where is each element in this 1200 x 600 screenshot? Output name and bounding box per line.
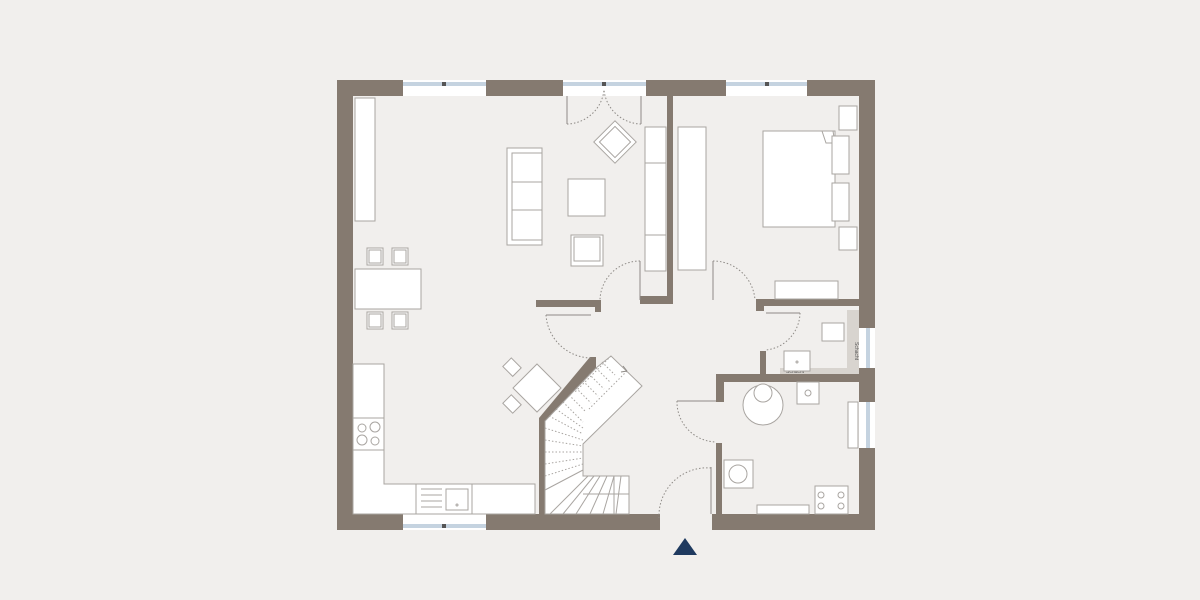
utility-door [676, 400, 717, 443]
dining-table [354, 247, 422, 330]
sofa [506, 147, 543, 246]
service-shaft: Schacht Schacht [780, 310, 859, 375]
staircase [544, 355, 643, 515]
front-door [658, 467, 712, 519]
windows [403, 80, 875, 530]
armchair-front [570, 234, 604, 267]
patio-double-door [566, 89, 642, 125]
window-top-patio-door [563, 80, 646, 96]
bistro-table [502, 357, 562, 414]
bedroom-door [712, 260, 756, 301]
utility-shelf [756, 504, 810, 515]
bathroom-door [765, 312, 801, 351]
toilet [821, 322, 845, 342]
kitchen-counter [352, 363, 536, 515]
window-bottom-kitchen [403, 514, 486, 530]
hallway-door [545, 314, 593, 359]
bathroom-sink [783, 350, 811, 372]
water-heater [742, 383, 784, 426]
window-top-left [403, 80, 486, 96]
coffee-table [567, 178, 606, 217]
window-top-bedroom [726, 80, 807, 96]
window-right-bathroom [859, 328, 875, 368]
living-door [599, 260, 641, 301]
furniture [352, 97, 859, 515]
bed [762, 105, 858, 251]
washing-machine [723, 459, 754, 489]
sideboard [354, 97, 376, 222]
cabinet-column-living [644, 126, 667, 272]
entrance-arrow-icon [673, 538, 697, 555]
window-right-utility [859, 402, 875, 448]
dresser [774, 280, 839, 300]
shaft-label-vertical: Schacht [853, 342, 859, 361]
armchair-diagonal [593, 120, 637, 164]
utility-stove [814, 485, 849, 515]
doors [545, 89, 801, 519]
utility-window-sill [847, 401, 859, 449]
utility-sink [796, 381, 820, 405]
wardrobe [677, 126, 707, 271]
shaft-label-horizontal: Schacht [786, 369, 805, 375]
